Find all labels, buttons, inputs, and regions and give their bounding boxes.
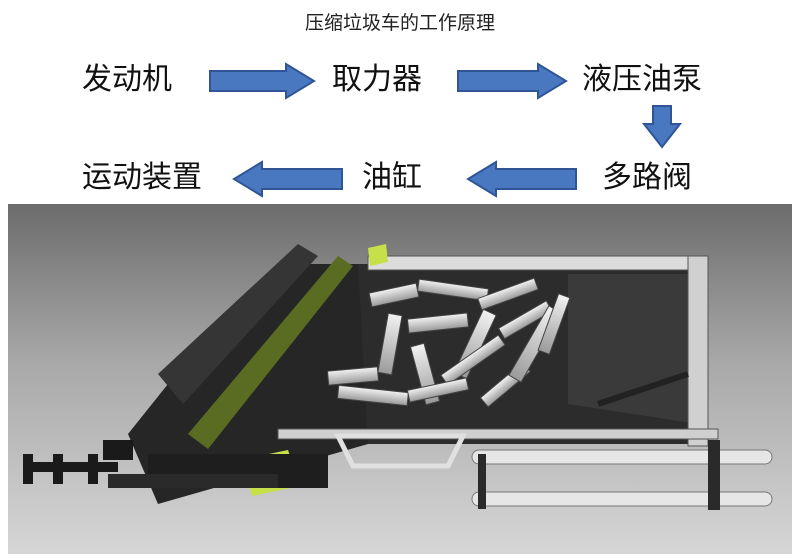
node-cylinder: 油缸: [362, 160, 422, 195]
arrow-pump-to-valve: [641, 105, 683, 149]
compactor-truck-image: [8, 204, 792, 554]
diagram-title: 压缩垃圾车的工作原理: [304, 12, 495, 34]
node-pto: 取力器: [332, 62, 422, 97]
node-motion: 运动装置: [82, 160, 202, 195]
node-engine: 发动机: [82, 62, 172, 97]
arrow-pto-to-pump: [457, 62, 568, 100]
arrow-cylinder-to-motion: [232, 160, 343, 198]
arrow-valve-to-cylinder: [466, 160, 577, 198]
node-pump: 液压油泵: [582, 62, 702, 97]
arrow-engine-to-pto: [209, 62, 316, 100]
garbage-compactor-truck-icon: [8, 204, 792, 554]
node-valve: 多路阀: [602, 160, 692, 195]
